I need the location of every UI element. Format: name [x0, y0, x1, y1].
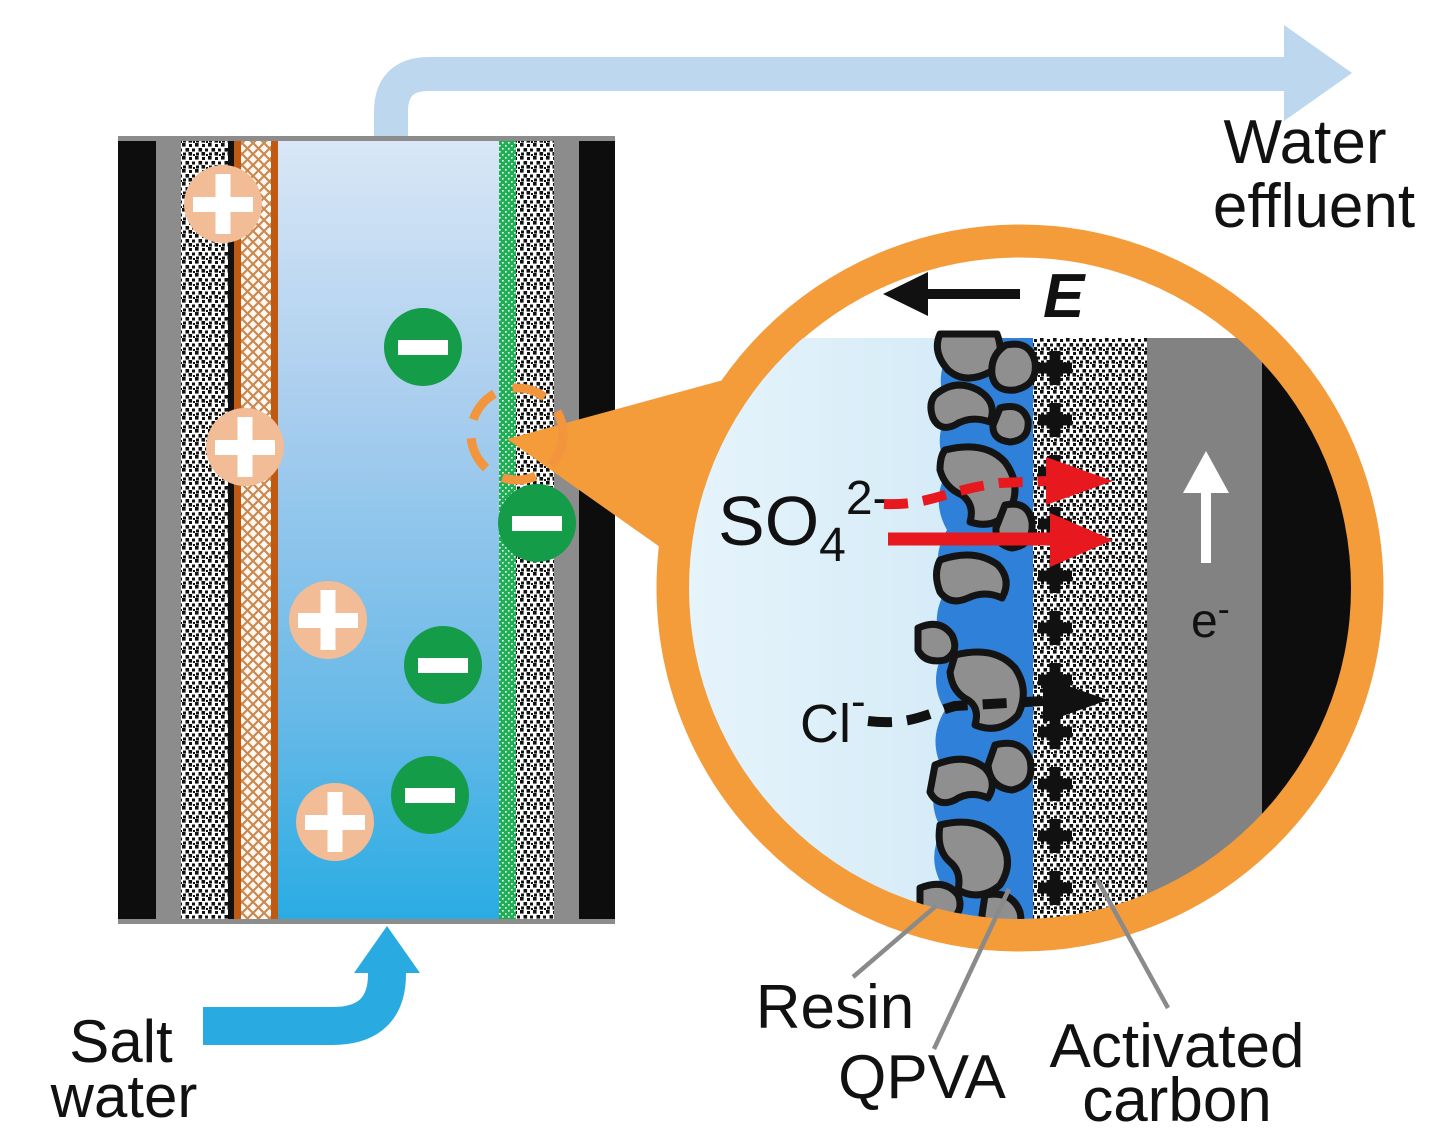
left-separator-line [228, 138, 234, 920]
magnified-view: e- E SO42- Cl- [656, 224, 1384, 952]
cation-ion [206, 408, 284, 486]
activated-carbon-leader-line [1095, 877, 1170, 1010]
plus-symbol [237, 417, 253, 477]
minus-symbol [405, 788, 455, 803]
minus-symbol [512, 516, 562, 531]
chloride-label: Cl- [800, 677, 866, 754]
water-effluent-label-line1: Water [1223, 108, 1386, 177]
lens-content: e- [689, 330, 1351, 919]
resin-callout-label: Resin [756, 973, 915, 1042]
inlet-arrowhead-icon [354, 926, 420, 973]
minus-symbol [418, 658, 468, 673]
sulfate-label: SO42- [718, 472, 889, 572]
e-field-arrowhead-icon [883, 272, 928, 316]
sulfate-dashed-arrowhead-icon [1046, 457, 1113, 505]
resin-particle [946, 648, 1027, 732]
anion-ion [404, 626, 482, 704]
resin-particle [989, 403, 1032, 446]
salt-water-arrow [203, 926, 420, 1045]
chloride-transport: Cl- [800, 677, 1108, 754]
anion-ions [384, 308, 576, 834]
cation-ions [184, 165, 374, 861]
qpva-leader-line [931, 888, 1012, 1050]
activated-carbon-callout-line2: carbon [1082, 1066, 1272, 1135]
cation-ion [296, 783, 374, 861]
sulfate-solid-arrowhead-icon [1050, 513, 1113, 567]
resin-particle [926, 755, 996, 807]
activated-carbon-callout-line1: Activated [1049, 1012, 1304, 1081]
anion-exchange-membrane [234, 138, 278, 920]
electron-flow-arrow [1183, 451, 1229, 563]
membrane-border-left [234, 138, 241, 920]
right-electrode-black-layer [579, 138, 615, 920]
water-effluent-arrow [374, 25, 1352, 150]
left-current-collector-gray-layer [156, 138, 181, 920]
desalination-cell [118, 136, 615, 924]
minus-symbol [398, 340, 448, 355]
water-effluent-label-line2: effluent [1213, 172, 1415, 241]
cation-ion [289, 581, 367, 659]
chloride-arrowhead-icon [1043, 677, 1108, 723]
qpva-callout-label: QPVA [838, 1043, 1006, 1112]
cell-top-border [118, 136, 615, 141]
membrane-border-right [271, 138, 278, 920]
left-activated-carbon-layer [181, 138, 228, 920]
magnifier-dashed-circle [466, 383, 568, 485]
e-field-label: E [1043, 262, 1086, 331]
resin-leader-line [851, 904, 938, 979]
sulfate-transport: SO42- [718, 457, 1113, 572]
anion-ion [498, 484, 576, 562]
salt-water-label-line2: water [50, 1063, 198, 1130]
resin-particle [933, 551, 1010, 605]
electron-arrowhead-icon [1183, 451, 1229, 493]
resin-particles [914, 330, 1039, 919]
effluent-pipe [374, 57, 1288, 150]
salt-water-label-line1: Salt [69, 1008, 173, 1075]
cation-ion [184, 165, 262, 243]
electric-field-arrow [883, 272, 1020, 316]
resin-particle [914, 620, 959, 665]
resin-particle [988, 340, 1039, 394]
plus-symbol [327, 792, 343, 852]
chloride-dashed-path [867, 696, 1044, 728]
lens-current-collector [1147, 338, 1262, 919]
anion-ion [384, 308, 462, 386]
plus-symbol [320, 590, 336, 650]
resin-particle [978, 890, 1025, 919]
cell-bottom-border [118, 919, 615, 924]
plus-symbol [215, 174, 231, 234]
effluent-arrowhead-icon [1284, 25, 1352, 121]
electron-label: e- [1191, 588, 1230, 648]
inlet-pipe [203, 968, 406, 1045]
callout-leaders [851, 877, 1170, 1050]
left-electrode-black-layer [118, 138, 156, 920]
sulfate-dashed-path [883, 476, 1047, 510]
resin-particle [927, 381, 996, 431]
anion-ion [391, 756, 469, 834]
